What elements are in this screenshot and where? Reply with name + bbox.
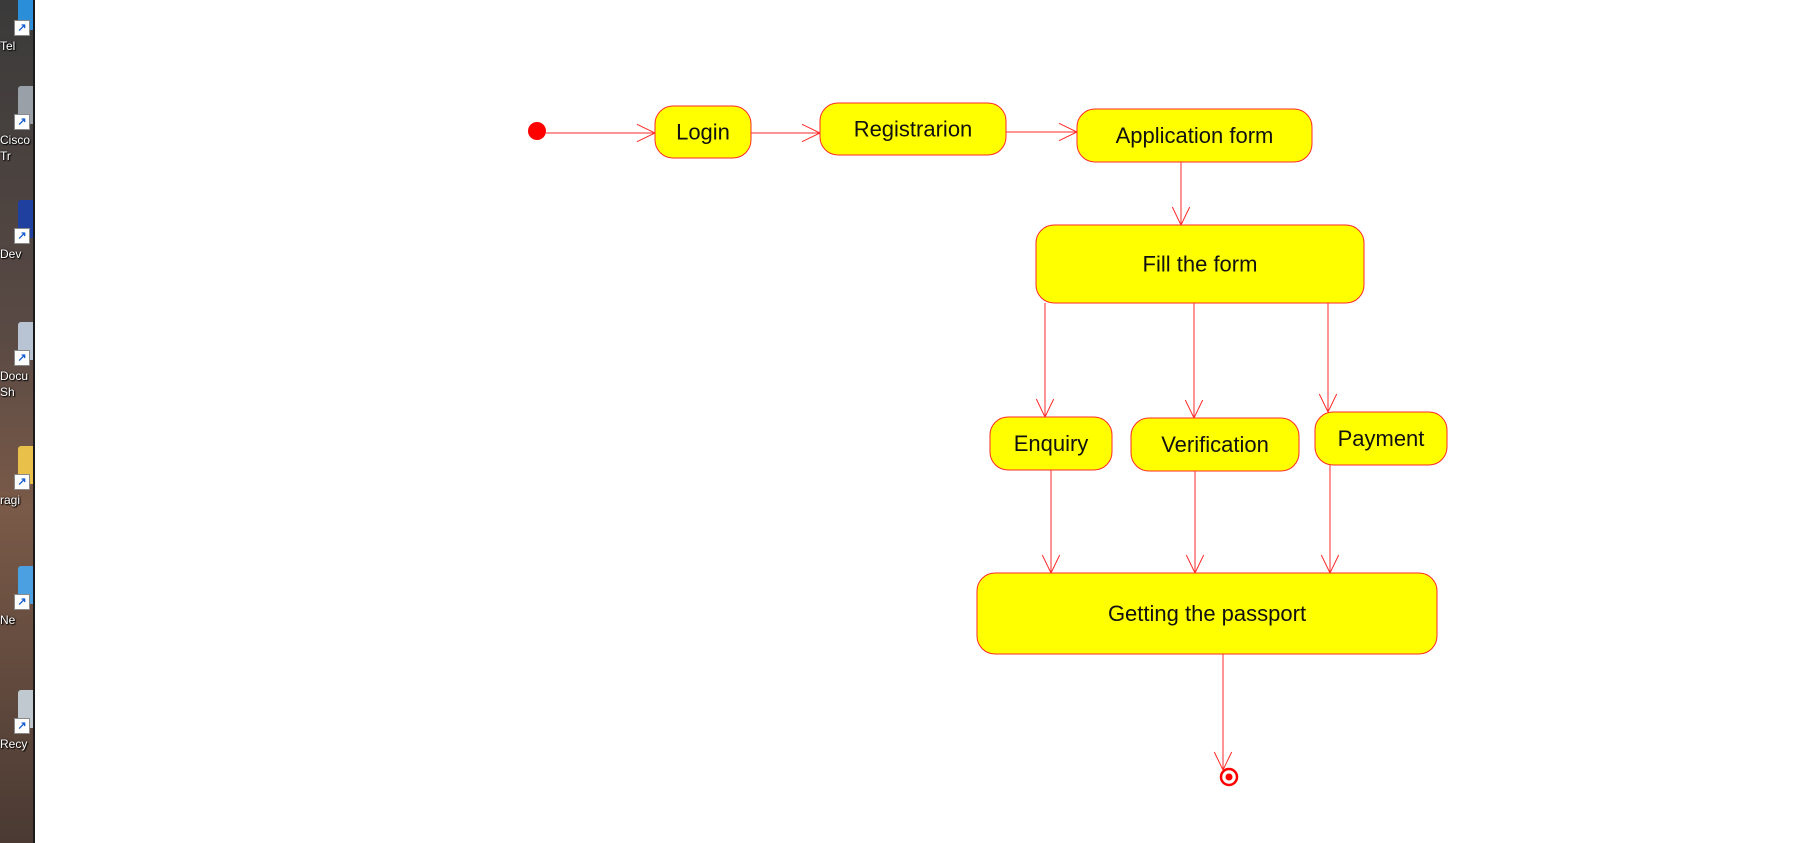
desktop-icon-6[interactable]: ↗ Recy xyxy=(0,690,35,790)
activity-node-box xyxy=(1035,224,1365,304)
activity-node-box xyxy=(976,572,1438,655)
desktop-icon-3[interactable]: ↗ Docu Sh xyxy=(0,322,35,422)
desktop-icon-1[interactable]: ↗ Cisco Tr xyxy=(0,86,35,186)
desktop-icon-label: Dev xyxy=(0,247,22,261)
desktop-icon-label: Ne xyxy=(0,613,16,627)
desktop-icon-label: Tel xyxy=(0,39,16,53)
activity-node-label: Login xyxy=(676,120,730,145)
initial-node[interactable] xyxy=(528,122,546,140)
activity-node-verification[interactable]: Verification xyxy=(1130,417,1300,472)
desktop-icon-2[interactable]: ↗ Dev xyxy=(0,200,35,300)
shortcut-arrow-icon: ↗ xyxy=(14,474,30,490)
activity-node-label: Verification xyxy=(1161,432,1269,457)
edge-verification-to-passport xyxy=(1185,471,1205,575)
activity-node-label: Fill the form xyxy=(1143,252,1258,277)
desktop-icon-4[interactable]: ↗ ragi xyxy=(0,446,35,546)
activity-node-box xyxy=(989,416,1113,471)
activity-node-registration[interactable]: Registrarion xyxy=(819,102,1007,156)
edge-fill-to-verification xyxy=(1184,303,1204,420)
desktop-icon-label: Recy xyxy=(0,737,28,751)
activity-node-label: Application form xyxy=(1116,123,1274,148)
activity-node-label: Enquiry xyxy=(1014,431,1089,456)
edge-fill-to-enquiry xyxy=(1035,303,1055,419)
edges-layer xyxy=(546,122,1340,772)
desktop-icon-0[interactable]: ↗ Tel xyxy=(0,0,35,92)
activity-node-box xyxy=(819,102,1007,156)
final-node[interactable] xyxy=(1219,767,1239,787)
activity-node-passport[interactable]: Getting the passport xyxy=(976,572,1438,655)
activity-node-payment[interactable]: Payment xyxy=(1314,411,1448,466)
edge-start-to-login xyxy=(546,123,657,143)
activity-node-login[interactable]: Login xyxy=(654,105,752,159)
shortcut-arrow-icon: ↗ xyxy=(14,350,30,366)
desktop-background-strip: ↗ Tel ↗ Cisco Tr ↗ Dev ↗ Docu Sh ↗ ragi ↗ Ne ↗ Recy xyxy=(0,0,35,843)
activity-node-enquiry[interactable]: Enquiry xyxy=(989,416,1113,471)
desktop-icon-label: Cisco Tr xyxy=(0,133,31,163)
activity-node-box xyxy=(654,105,752,159)
activity-node-box xyxy=(1130,417,1300,472)
edge-fill-to-payment xyxy=(1318,303,1338,414)
desktop-icon-5[interactable]: ↗ Ne xyxy=(0,566,35,666)
shortcut-arrow-icon: ↗ xyxy=(14,114,30,130)
activity-node-label: Payment xyxy=(1338,426,1425,451)
activity-node-fill[interactable]: Fill the form xyxy=(1035,224,1365,304)
shortcut-arrow-icon: ↗ xyxy=(14,20,30,36)
activity-node-box xyxy=(1076,108,1313,163)
desktop-icon-label: ragi xyxy=(0,493,21,507)
shortcut-arrow-icon: ↗ xyxy=(14,594,30,610)
edge-enquiry-to-passport xyxy=(1041,470,1061,575)
edge-login-to-registration xyxy=(751,123,822,143)
edge-payment-to-passport xyxy=(1320,465,1340,575)
window-edge xyxy=(33,0,35,843)
desktop-icon-label: Docu Sh xyxy=(0,369,29,399)
shortcut-arrow-icon: ↗ xyxy=(14,228,30,244)
activity-node-box xyxy=(1314,411,1448,466)
activity-node-label: Registrarion xyxy=(854,117,973,142)
edge-application-to-fill xyxy=(1171,162,1191,227)
activity-node-application[interactable]: Application form xyxy=(1076,108,1313,163)
edge-registration-to-application xyxy=(1006,122,1079,142)
final-node-dot xyxy=(1225,773,1233,781)
arrowhead-icon xyxy=(1318,393,1338,414)
edge-passport-to-end xyxy=(1213,654,1233,772)
activity-node-label: Getting the passport xyxy=(1108,601,1306,626)
shortcut-arrow-icon: ↗ xyxy=(14,718,30,734)
